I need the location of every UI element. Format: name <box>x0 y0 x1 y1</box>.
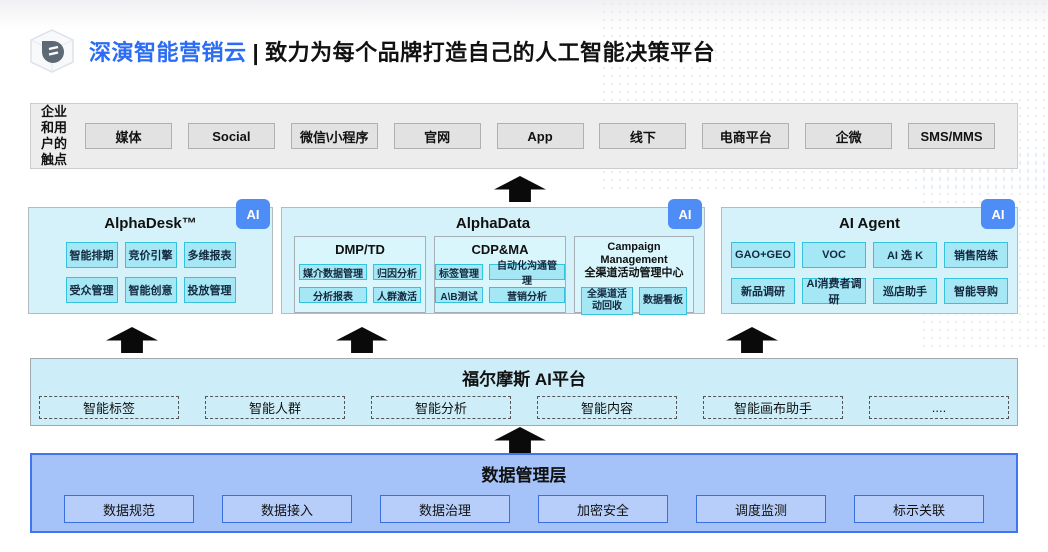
subpanel-title: Campaign Management 全渠道活动管理中心 <box>584 241 684 280</box>
alphadesk-item: 受众管理 <box>65 277 118 303</box>
touchpoints-row: 媒体 Social 微信\小程序 官网 App 线下 电商平台 企微 SMS/M… <box>85 123 1017 149</box>
page-title: 深演智能营销云|致力为每个品牌打造自己的人工智能决策平台 <box>89 35 715 67</box>
ai-agent-item: GAO+GEO <box>731 242 795 268</box>
cdp-item: 自动化沟通管理 <box>489 261 565 287</box>
alphadesk-item: 智能创意 <box>124 277 177 303</box>
panel-ai-agent: AI AI Agent GAO+GEO VOC AI 选 K 销售陪练 新品调研… <box>721 199 1018 314</box>
touchpoint-item: App <box>496 123 584 149</box>
up-arrow-icon <box>726 327 778 353</box>
ai-agent-item: VOC <box>802 242 866 268</box>
panel-title: AlphaDesk™ <box>104 215 197 232</box>
ai-platform-item: 智能分析 <box>371 396 511 419</box>
ai-platform-item: 智能人群 <box>205 396 345 419</box>
touchpoint-item: 官网 <box>393 123 481 149</box>
campaign-item: 数据看板 <box>639 286 687 315</box>
subpanel-title: DMP/TD <box>335 242 385 257</box>
alphadesk-grid: 智能排期 竞价引擎 多维报表 受众管理 智能创意 投放管理 <box>29 242 272 303</box>
data-layer-item: 数据接入 <box>222 495 352 523</box>
title-divider: | <box>252 40 260 65</box>
touchpoint-item: 媒体 <box>85 123 172 149</box>
touchpoint-item: SMS/MMS <box>908 123 995 149</box>
ai-agent-item: AI 选 K <box>873 242 937 268</box>
data-layer-item: 标示关联 <box>854 495 984 523</box>
subpanel-title: CDP&MA <box>471 242 529 257</box>
ai-platform-band: 福尔摩斯 AI平台 智能标签 智能人群 智能分析 智能内容 智能画布助手 ...… <box>30 358 1018 426</box>
ai-platform-item: .... <box>869 396 1009 419</box>
data-layer-title: 数据管理层 <box>481 466 567 485</box>
ai-agent-item: 销售陪练 <box>944 242 1008 268</box>
ai-badge: AI <box>668 199 702 229</box>
touchpoint-item: Social <box>187 123 275 149</box>
dmp-item: 媒介数据管理 <box>299 264 367 280</box>
subpanel-dmp-td: DMP/TD 媒介数据管理 归因分析 分析报表 人群激活 <box>294 236 426 313</box>
data-layer-band: 数据管理层 数据规范 数据接入 数据治理 加密安全 调度监测 标示关联 <box>30 453 1018 533</box>
data-layer-row: 数据规范 数据接入 数据治理 加密安全 调度监测 标示关联 <box>32 495 1016 523</box>
campaign-item: 全渠道活动回收 <box>581 286 633 315</box>
alphadesk-item: 投放管理 <box>183 277 236 303</box>
alphadesk-item: 竞价引擎 <box>124 242 177 268</box>
cdp-item: A\B测试 <box>435 287 483 303</box>
ai-platform-item: 智能画布助手 <box>703 396 843 419</box>
dmp-item: 分析报表 <box>299 287 367 303</box>
panel-alphadata: AI AlphaData DMP/TD 媒介数据管理 归因分析 分析报表 人群激… <box>281 199 705 315</box>
ai-agent-item: AI消费者调研 <box>802 278 866 306</box>
dmp-item: 人群激活 <box>373 287 421 303</box>
ai-agent-item: 新品调研 <box>731 278 795 304</box>
up-arrow-icon <box>494 176 546 202</box>
data-layer-item: 数据治理 <box>380 495 510 523</box>
ai-badge: AI <box>236 199 270 229</box>
data-layer-item: 数据规范 <box>64 495 194 523</box>
up-arrow-icon <box>106 327 158 353</box>
ai-agent-grid: GAO+GEO VOC AI 选 K 销售陪练 新品调研 AI消费者调研 巡店助… <box>722 242 1017 306</box>
cdp-item: 标签管理 <box>435 264 483 280</box>
cdp-grid: 标签管理 自动化沟通管理 A\B测试 营销分析 <box>435 261 565 303</box>
header: 深演智能营销云|致力为每个品牌打造自己的人工智能决策平台 <box>27 28 715 74</box>
dmp-grid: 媒介数据管理 归因分析 分析报表 人群激活 <box>295 264 425 303</box>
brand-logo-icon <box>30 29 74 73</box>
dmp-item: 归因分析 <box>373 264 421 280</box>
data-layer-item: 加密安全 <box>538 495 668 523</box>
alphadesk-item: 多维报表 <box>183 242 236 268</box>
touchpoint-item: 微信\小程序 <box>290 123 378 149</box>
ai-badge: AI <box>981 199 1015 229</box>
subpanel-campaign-management: Campaign Management 全渠道活动管理中心 全渠道活动回收 数据… <box>574 236 694 315</box>
campaign-grid: 全渠道活动回收 数据看板 <box>575 286 693 315</box>
ai-agent-item: 智能导购 <box>944 278 1008 304</box>
up-arrow-icon <box>494 427 546 453</box>
ai-platform-item: 智能内容 <box>537 396 677 419</box>
panel-title: AI Agent <box>838 215 901 232</box>
brand-name: 深演智能营销云 <box>89 40 247 65</box>
ai-platform-row: 智能标签 智能人群 智能分析 智能内容 智能画布助手 .... <box>31 396 1017 419</box>
top-gradient <box>0 0 1048 30</box>
ai-agent-item: 巡店助手 <box>873 278 937 304</box>
ai-platform-title: 福尔摩斯 AI平台 <box>462 370 586 389</box>
panel-alphadesk: AI AlphaDesk™ 智能排期 竞价引擎 多维报表 受众管理 智能创意 投… <box>28 199 273 314</box>
cdp-item: 营销分析 <box>489 287 565 303</box>
touchpoint-item: 企微 <box>805 123 893 149</box>
tagline: 致力为每个品牌打造自己的人工智能决策平台 <box>265 40 716 65</box>
touchpoints-label: 企业和用户的触点 <box>41 103 68 168</box>
panel-title: AlphaData <box>455 215 531 232</box>
data-layer-item: 调度监测 <box>696 495 826 523</box>
alphadesk-item: 智能排期 <box>65 242 118 268</box>
up-arrow-icon <box>336 327 388 353</box>
touchpoint-item: 电商平台 <box>702 123 790 149</box>
touchpoint-item: 线下 <box>599 123 687 149</box>
subpanel-cdp-ma: CDP&MA 标签管理 自动化沟通管理 A\B测试 营销分析 <box>434 236 566 313</box>
touchpoints-bar: 企业和用户的触点 媒体 Social 微信\小程序 官网 App 线下 电商平台… <box>30 103 1018 169</box>
ai-platform-item: 智能标签 <box>39 396 179 419</box>
